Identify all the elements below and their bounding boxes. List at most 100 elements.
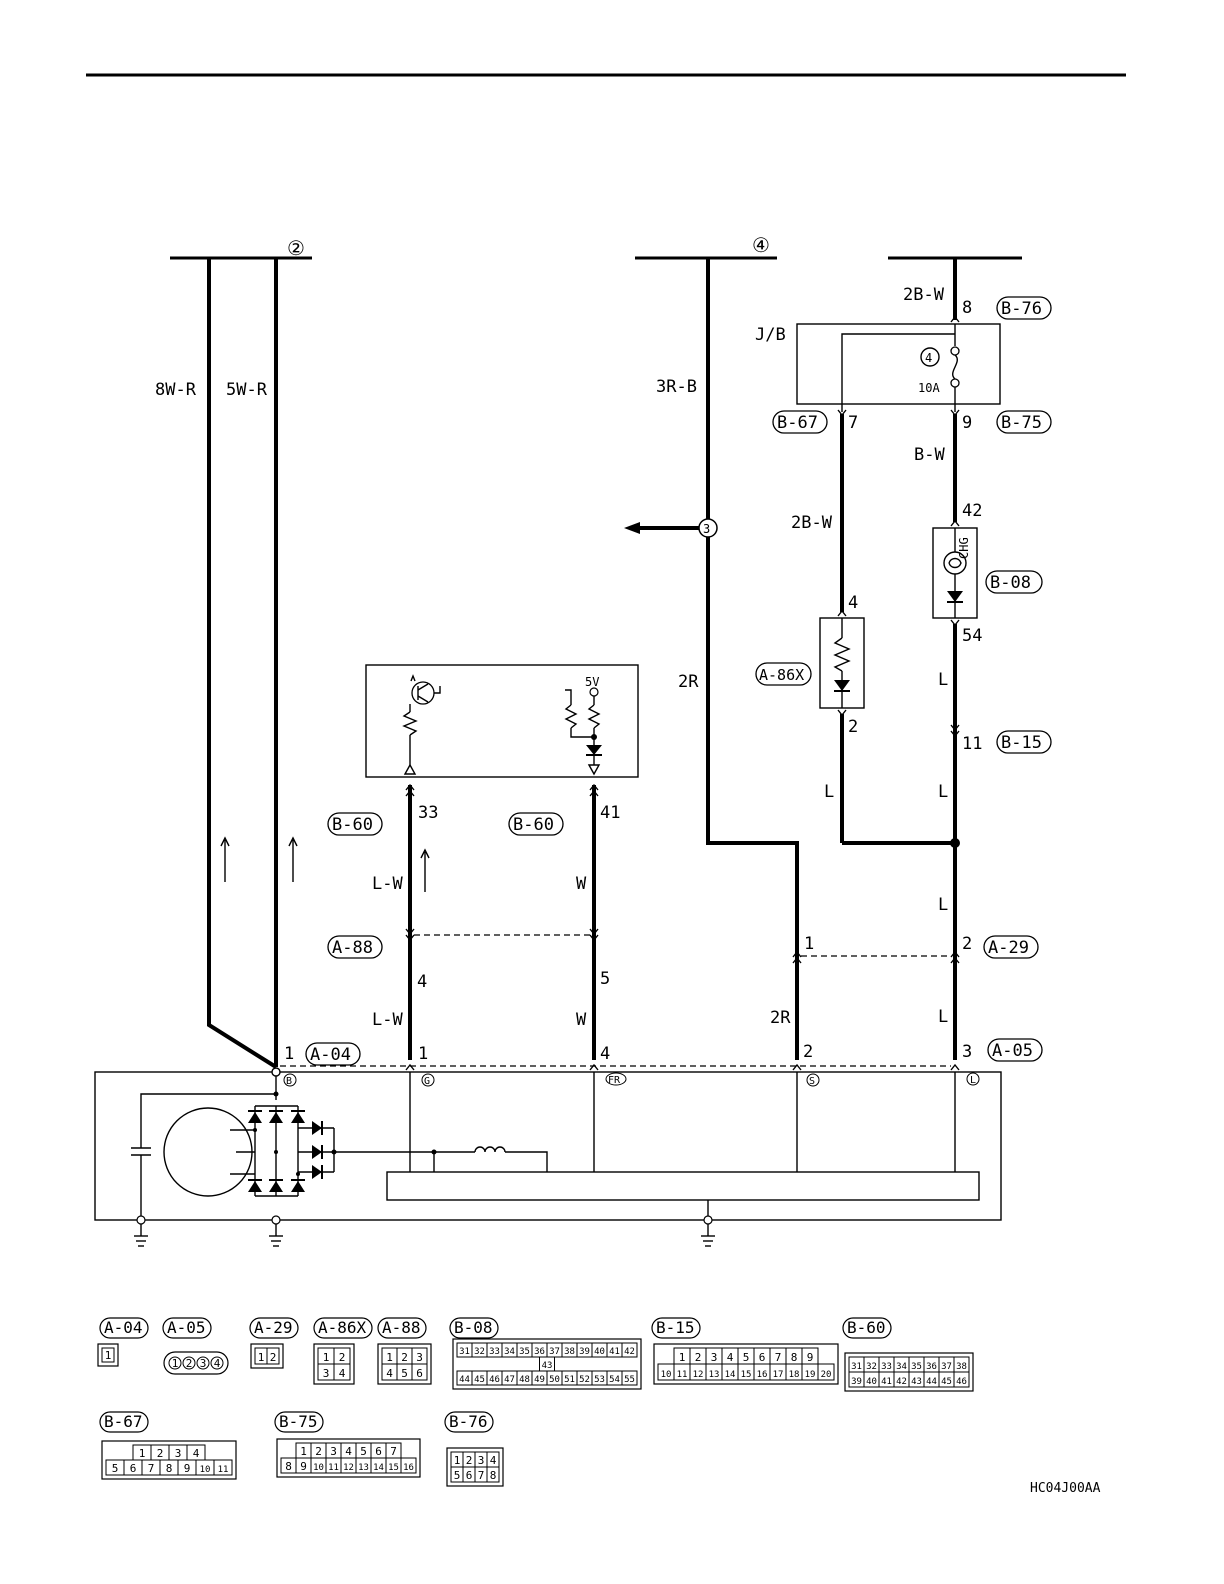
legend-pin: 11 bbox=[218, 1465, 229, 1475]
svg-text:A-88: A-88 bbox=[332, 938, 373, 958]
wire-l-4-label: L bbox=[824, 782, 834, 802]
legend-pin: 38 bbox=[956, 1362, 967, 1372]
wire-l-2-label: L bbox=[938, 782, 948, 802]
legend-pin: 33 bbox=[489, 1347, 500, 1357]
legend-pin: 51 bbox=[564, 1375, 575, 1385]
legend-pin: 4 bbox=[214, 1357, 221, 1370]
ecm-unit: 5V bbox=[365, 664, 639, 778]
wire-2b-w-mid-label: 2B-W bbox=[791, 513, 833, 533]
alternator-connectors: 1 1 4 2 3 bbox=[280, 1042, 972, 1071]
legend-pin: 52 bbox=[579, 1375, 590, 1385]
pin-42: 42 bbox=[962, 501, 982, 521]
connector-label-b76: B-76 bbox=[996, 296, 1052, 320]
connector-label-a88: A-88 bbox=[327, 935, 383, 959]
legend-pin: 36 bbox=[534, 1347, 545, 1357]
legend-label-b76: B-76 bbox=[449, 1412, 488, 1431]
legend-pin: 38 bbox=[564, 1347, 575, 1357]
supply-5v-label: 5V bbox=[585, 675, 599, 689]
legend-pin: 3 bbox=[330, 1445, 337, 1458]
legend-pin: 8 bbox=[285, 1460, 292, 1473]
part-code: HC04J00AA bbox=[1030, 1481, 1101, 1496]
svg-text:B-67: B-67 bbox=[777, 413, 818, 433]
legend-pin: 2 bbox=[270, 1351, 277, 1364]
svg-text:A-04: A-04 bbox=[310, 1045, 351, 1065]
legend-pin: 3 bbox=[416, 1351, 423, 1364]
legend-pin: 40 bbox=[866, 1377, 877, 1387]
pin-11: 11 bbox=[962, 734, 982, 754]
legend-pin: 37 bbox=[941, 1362, 952, 1372]
legend-pin: 6 bbox=[466, 1469, 473, 1482]
legend-pin: 13 bbox=[358, 1463, 369, 1473]
legend-pin: 31 bbox=[851, 1362, 862, 1372]
connector-label-b60-left: B-60 bbox=[327, 812, 383, 836]
legend-pin: 6 bbox=[759, 1351, 766, 1364]
legend-label-b67: B-67 bbox=[104, 1412, 143, 1431]
legend-pin: 1 bbox=[258, 1351, 265, 1364]
wire-l-1-label: L bbox=[938, 670, 948, 690]
legend-pin: 42 bbox=[896, 1377, 907, 1387]
legend-pin: 45 bbox=[474, 1375, 485, 1385]
legend-pin: 6 bbox=[416, 1367, 423, 1380]
connector-label-b08: B-08 bbox=[985, 570, 1043, 594]
jb-label: J/B bbox=[755, 325, 786, 345]
junction-3-label: 3 bbox=[703, 522, 710, 536]
connector-label-b67: B-67 bbox=[772, 410, 828, 434]
fuse-number-circle bbox=[920, 347, 940, 367]
legend-pin: 13 bbox=[709, 1370, 720, 1380]
connector-label-a29: A-29 bbox=[983, 935, 1039, 959]
pin-3-a05: 3 bbox=[962, 1042, 972, 1062]
wire-5w-r-label: 5W-R bbox=[226, 380, 268, 400]
wire-l-3-label: L bbox=[938, 895, 948, 915]
legend-pin: 4 bbox=[345, 1445, 352, 1458]
legend-pin: 2 bbox=[695, 1351, 702, 1364]
legend-pin: 34 bbox=[896, 1362, 907, 1372]
legend-pin: 3 bbox=[175, 1447, 182, 1460]
svg-text:A-05: A-05 bbox=[992, 1041, 1033, 1061]
legend-pin: 2 bbox=[401, 1351, 408, 1364]
legend-pin: 10 bbox=[200, 1465, 211, 1475]
legend-label-a88: A-88 bbox=[382, 1318, 421, 1337]
legend-pin: 10 bbox=[661, 1370, 672, 1380]
legend-pin: 45 bbox=[941, 1377, 952, 1387]
connector-label-b60-right: B-60 bbox=[508, 812, 564, 836]
legend-pin: 40 bbox=[594, 1347, 605, 1357]
regulator bbox=[386, 1171, 980, 1201]
legend-pin: 16 bbox=[403, 1463, 414, 1473]
pin-41: 41 bbox=[600, 803, 620, 823]
legend-pin: 31 bbox=[459, 1347, 470, 1357]
fuse-number: 4 bbox=[925, 351, 932, 365]
legend-pin: 5 bbox=[360, 1445, 367, 1458]
legend-pin: 49 bbox=[534, 1375, 545, 1385]
legend-label-b08: B-08 bbox=[454, 1318, 493, 1337]
wire-l-w-lower-label: L-W bbox=[372, 1010, 403, 1030]
branch-ref-2: ② 8W-R 5W-R bbox=[155, 236, 312, 1069]
legend-pin: 1 bbox=[323, 1351, 330, 1364]
legend-pin: 9 bbox=[300, 1460, 307, 1473]
ground-symbols bbox=[134, 1215, 715, 1247]
legend-pin: 35 bbox=[911, 1362, 922, 1372]
legend-pin: 12 bbox=[693, 1370, 704, 1380]
legend-pin: 2 bbox=[315, 1445, 322, 1458]
legend-pin: 50 bbox=[549, 1375, 560, 1385]
svg-text:B-08: B-08 bbox=[990, 573, 1031, 593]
legend-pin: 14 bbox=[373, 1463, 384, 1473]
pin-33: 33 bbox=[418, 803, 438, 823]
legend-pin: 46 bbox=[489, 1375, 500, 1385]
legend-label-b60: B-60 bbox=[847, 1318, 886, 1337]
terminal-b: B bbox=[286, 1076, 292, 1087]
legend-pin: 3 bbox=[711, 1351, 718, 1364]
legend-pin: 15 bbox=[388, 1463, 399, 1473]
legend-pin: 14 bbox=[725, 1370, 736, 1380]
legend-pin: 53 bbox=[594, 1375, 605, 1385]
legend-label-a05: A-05 bbox=[167, 1318, 206, 1337]
legend-pin: 6 bbox=[375, 1445, 382, 1458]
svg-text:B-60: B-60 bbox=[513, 815, 554, 835]
wire-b-w-label: B-W bbox=[914, 445, 945, 465]
legend-pin: 54 bbox=[609, 1375, 620, 1385]
legend-pin: 3 bbox=[323, 1367, 330, 1380]
legend-pin: 2 bbox=[186, 1357, 193, 1370]
